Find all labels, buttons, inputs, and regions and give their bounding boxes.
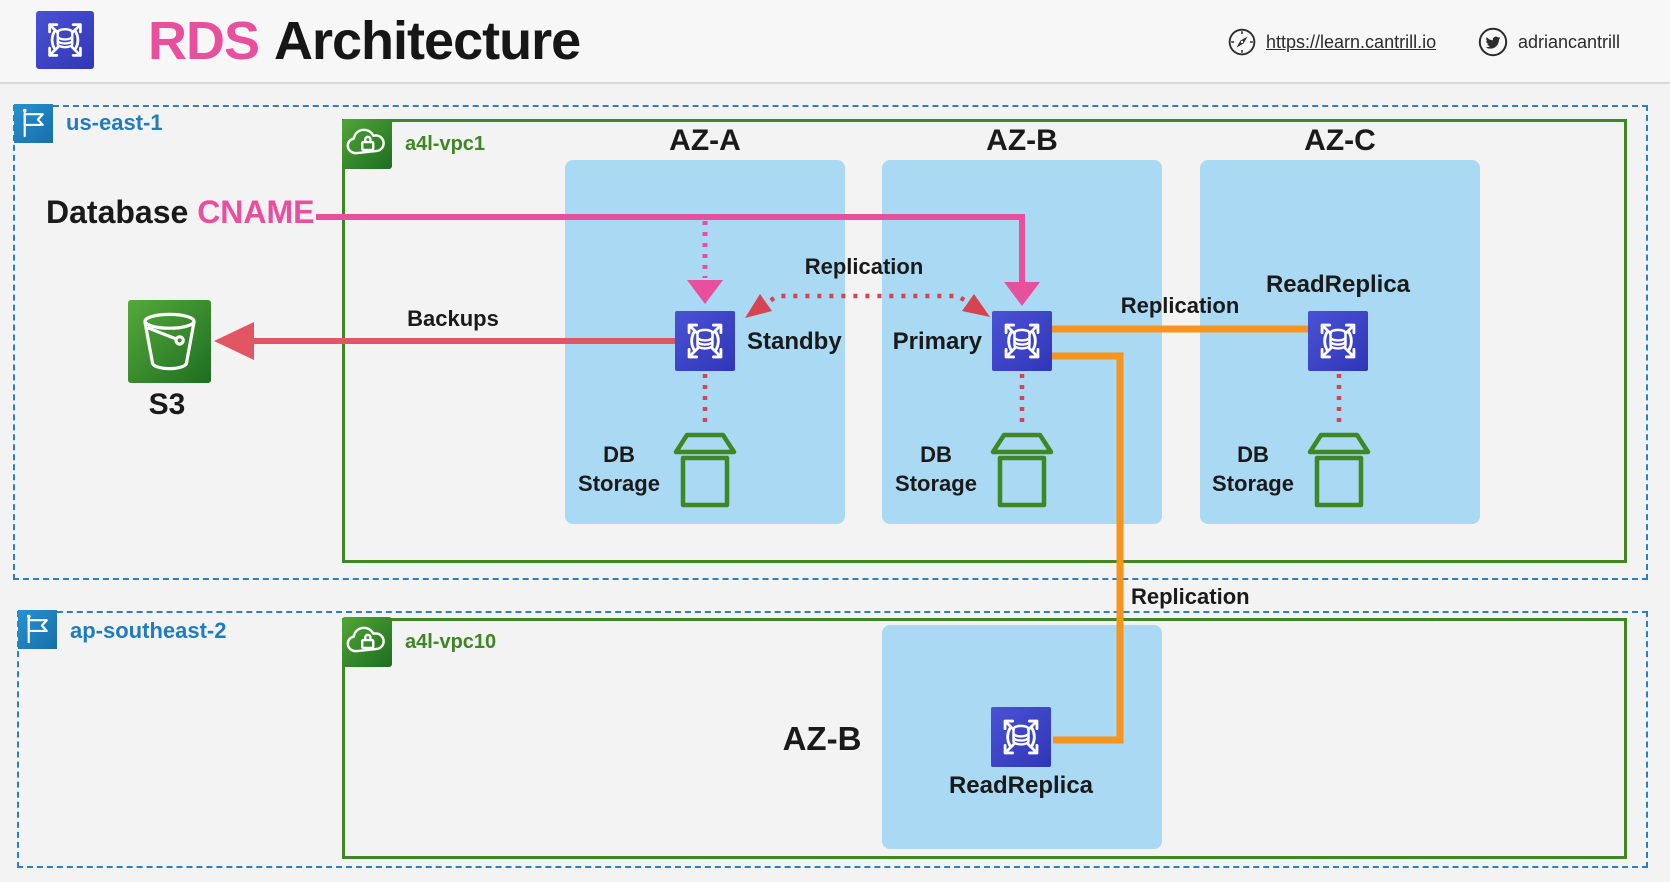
rds-instance-icon-readreplica-secondary: [991, 707, 1051, 767]
cloud-lock-icon: [342, 617, 392, 667]
flag-icon: [14, 104, 53, 143]
database-cname-label: Database CNAME: [46, 194, 315, 230]
twitter-handle[interactable]: adriancantrill: [1518, 31, 1621, 52]
website-link[interactable]: https://learn.cantrill.io: [1266, 31, 1437, 52]
storage-volume-icon: [673, 431, 737, 509]
db-storage-label-az-a: DB Storage: [578, 442, 660, 496]
twitter-link-group: adriancantrill: [1477, 26, 1620, 58]
db-storage-label-az-b: DB Storage: [895, 442, 977, 496]
az-a-label: AZ-A: [669, 124, 741, 157]
storage-volume-icon: [1307, 431, 1371, 509]
replication-azc-label: Replication: [1120, 293, 1240, 318]
replication-sync-label: Replication: [804, 254, 924, 279]
rds-logo-icon: [36, 11, 94, 69]
title-rest: Architecture: [274, 11, 581, 71]
readreplica-secondary-label: ReadReplica: [948, 772, 1094, 799]
storage-volume-icon: [990, 431, 1054, 509]
s3-label: S3: [148, 388, 186, 421]
readreplica-azc-label: ReadReplica: [1265, 271, 1411, 298]
backups-label: Backups: [407, 306, 499, 331]
region-box-us-east-1: [13, 105, 1648, 580]
flag-icon: [18, 610, 57, 649]
cloud-lock-icon: [342, 119, 392, 169]
db-storage-label-az-c: DB Storage: [1212, 442, 1294, 496]
title-accent: RDS: [148, 11, 260, 71]
rds-instance-icon-primary: [992, 311, 1052, 371]
website-link-group: https://learn.cantrill.io: [1227, 26, 1436, 58]
region-box-ap-southeast-2: [17, 611, 1648, 868]
vpc-box-a4l-vpc10: [342, 618, 1627, 859]
vpc-label-a4l-vpc1: a4l-vpc1: [405, 133, 486, 155]
vpc-label-a4l-vpc10: a4l-vpc10: [405, 631, 497, 653]
region-label-us-east-1: us-east-1: [66, 110, 163, 135]
az-b-secondary-label: AZ-B: [782, 720, 862, 757]
rds-instance-icon-standby: [675, 311, 735, 371]
primary-label: Primary: [892, 328, 982, 355]
standby-label: Standby: [747, 328, 842, 355]
replication-cross-region-label: Replication: [1131, 584, 1250, 609]
az-b-label: AZ-B: [986, 124, 1058, 157]
az-c-label: AZ-C: [1304, 124, 1376, 157]
compass-icon: [1227, 27, 1257, 57]
twitter-bird-icon: [1477, 26, 1509, 58]
s3-bucket-icon: [128, 300, 211, 383]
rds-instance-icon-readreplica-azc: [1308, 311, 1368, 371]
region-label-ap-southeast-2: ap-southeast-2: [70, 618, 227, 643]
